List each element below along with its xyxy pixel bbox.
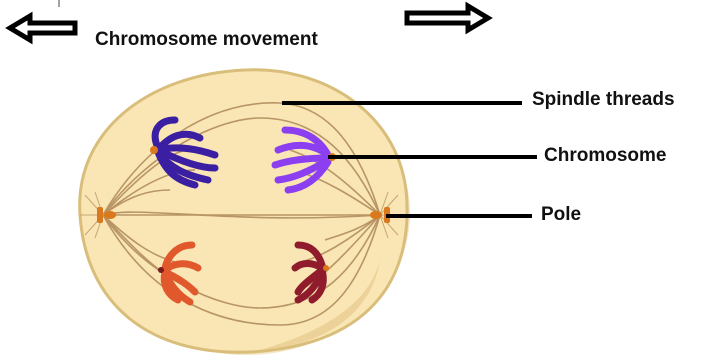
left-arrow-icon [10,16,75,40]
cell-membrane [80,70,407,352]
right-arrow-icon [407,6,488,30]
chromosome-label: Chromosome [544,146,666,165]
pole-label: Pole [541,205,581,224]
diagram-title: Chromosome movement [95,30,318,49]
spindle-threads-label: Spindle threads [532,90,675,109]
